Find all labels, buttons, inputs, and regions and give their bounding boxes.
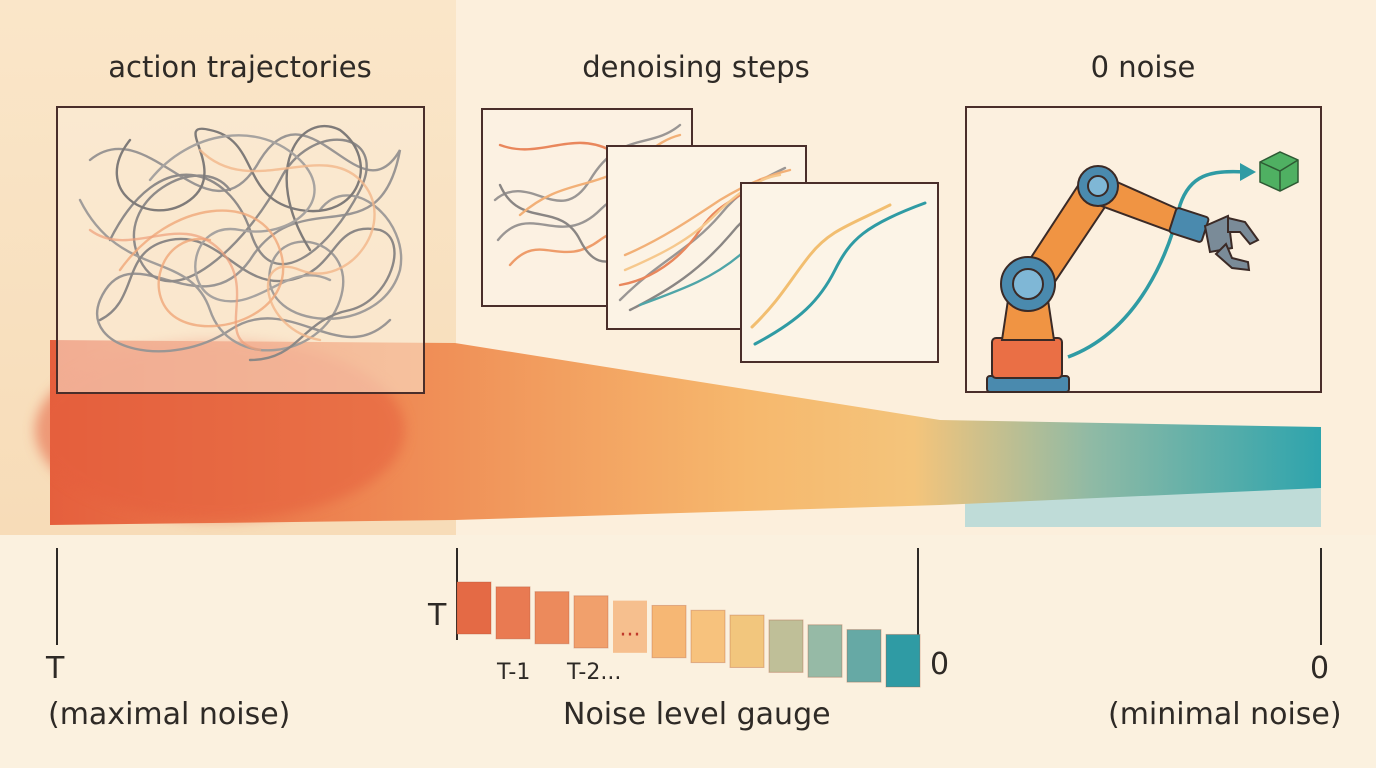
gauge-top-label: T: [428, 598, 447, 633]
gauge-bar: [573, 595, 609, 649]
axis-label-t: T: [46, 651, 65, 686]
heading-action-trajectories: action trajectories: [108, 50, 372, 84]
axis-label-zero: 0: [1310, 651, 1330, 686]
axis-caption-minimal-noise: (minimal noise): [1108, 697, 1342, 732]
cube-icon: [1259, 151, 1299, 192]
gauge-bar: [846, 629, 882, 683]
gauge-step-label-t-1: T-1: [497, 660, 531, 685]
gauge-bar: [729, 614, 765, 668]
gauge-bar: [690, 609, 726, 664]
robot-panel: [965, 106, 1322, 393]
gauge-bar: [534, 591, 570, 645]
gauge-step-label-t-2: T-2...: [567, 660, 622, 685]
gauge-bar: [885, 633, 921, 688]
axis-caption-maximal-noise: (maximal noise): [48, 697, 291, 732]
path-arrow-icon: [1240, 163, 1256, 181]
heading-zero-noise: 0 noise: [1090, 50, 1196, 84]
heading-denoising-steps: denoising steps: [582, 50, 810, 84]
robot-arm-icon: [986, 165, 1260, 393]
gauge-ellipsis: ...: [620, 617, 641, 642]
gauge-bottom-label: 0: [930, 647, 950, 682]
gauge-bar: [807, 624, 843, 678]
gauge-bar: [651, 604, 687, 659]
gauge-title: Noise level gauge: [563, 697, 831, 732]
gauge-bar: [613, 600, 647, 653]
gauge-bar: [495, 586, 531, 640]
gauge-bar: [456, 581, 492, 635]
trajectory-panel-step-3: [740, 182, 939, 363]
gauge-bar: [768, 619, 804, 673]
gauge-bars: ...: [456, 581, 921, 688]
trajectory-panel-noisy: [56, 106, 425, 394]
